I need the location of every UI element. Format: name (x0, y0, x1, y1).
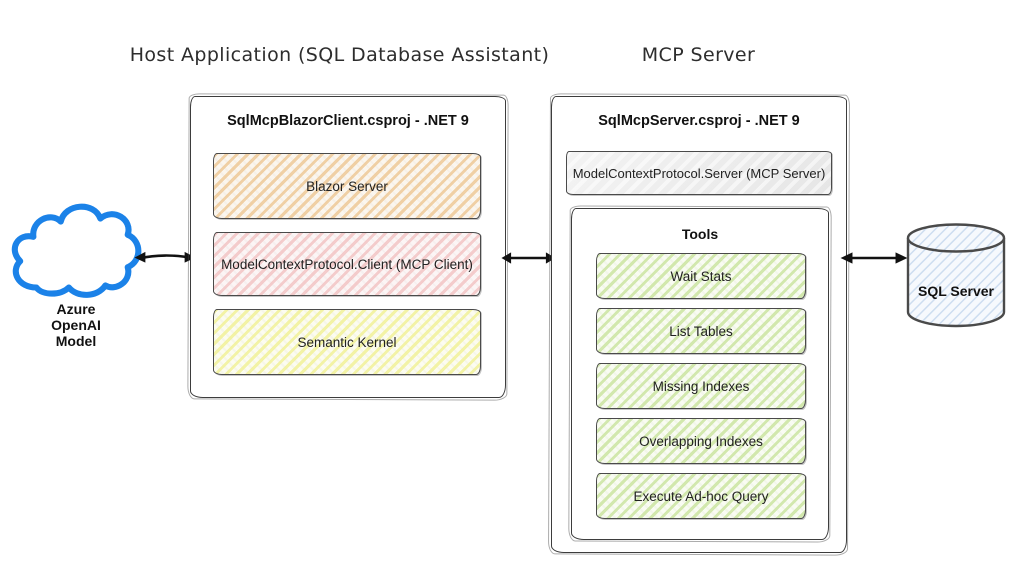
package-label: ModelContextProtocol.Server (MCP Server) (572, 165, 826, 181)
tool-label: Missing Indexes (652, 378, 750, 394)
tool-overlapping-indexes: Overlapping Indexes (596, 418, 806, 464)
tools-title: Tools (681, 226, 719, 242)
bidirectional-arrow-server-db (840, 252, 908, 264)
host-app-box: SqlMcpBlazorClient.csproj - .NET 9 Blazo… (190, 96, 506, 398)
mcp-server-box: SqlMcpServer.csproj - .NET 9 ModelContex… (551, 96, 847, 553)
tool-wait-stats: Wait Stats (596, 253, 806, 299)
host-app-box-title: SqlMcpBlazorClient.csproj - .NET 9 (227, 113, 469, 129)
mcp-server-title: MCP Server (641, 44, 756, 66)
component-label: Semantic Kernel (297, 334, 397, 350)
component-semantic-kernel: Semantic Kernel (213, 309, 481, 375)
tool-label: List Tables (669, 323, 733, 339)
component-blazor-server: Blazor Server (213, 153, 481, 219)
bidirectional-arrow-host-server (501, 252, 556, 264)
component-mcp-client: ModelContextProtocol.Client (MCP Client) (213, 232, 481, 296)
tool-missing-indexes: Missing Indexes (596, 363, 806, 409)
bidirectional-arrow-cloud-host (134, 251, 196, 263)
tool-label: Overlapping Indexes (639, 433, 763, 449)
azure-cloud-icon (11, 203, 142, 298)
tool-list-tables: List Tables (596, 308, 806, 354)
tool-execute-adhoc-query: Execute Ad-hoc Query (596, 473, 806, 519)
mcp-server-box-title: SqlMcpServer.csproj - .NET 9 (598, 113, 800, 129)
mcp-server-package-box: ModelContextProtocol.Server (MCP Server) (566, 151, 832, 195)
tool-label: Wait Stats (670, 268, 732, 284)
tools-box: Tools Wait Stats List Tables Missing Ind… (571, 208, 829, 540)
sql-server-label: SQL Server (917, 283, 994, 299)
sql-server-cylinder-icon (906, 223, 1006, 328)
component-label: ModelContextProtocol.Client (MCP Client) (221, 256, 473, 272)
component-label: Blazor Server (306, 178, 388, 194)
tool-label: Execute Ad-hoc Query (633, 488, 769, 504)
host-application-title: Host Application (SQL Database Assistant… (129, 44, 550, 66)
azure-cloud-label: Azure OpenAI Model (51, 301, 101, 349)
